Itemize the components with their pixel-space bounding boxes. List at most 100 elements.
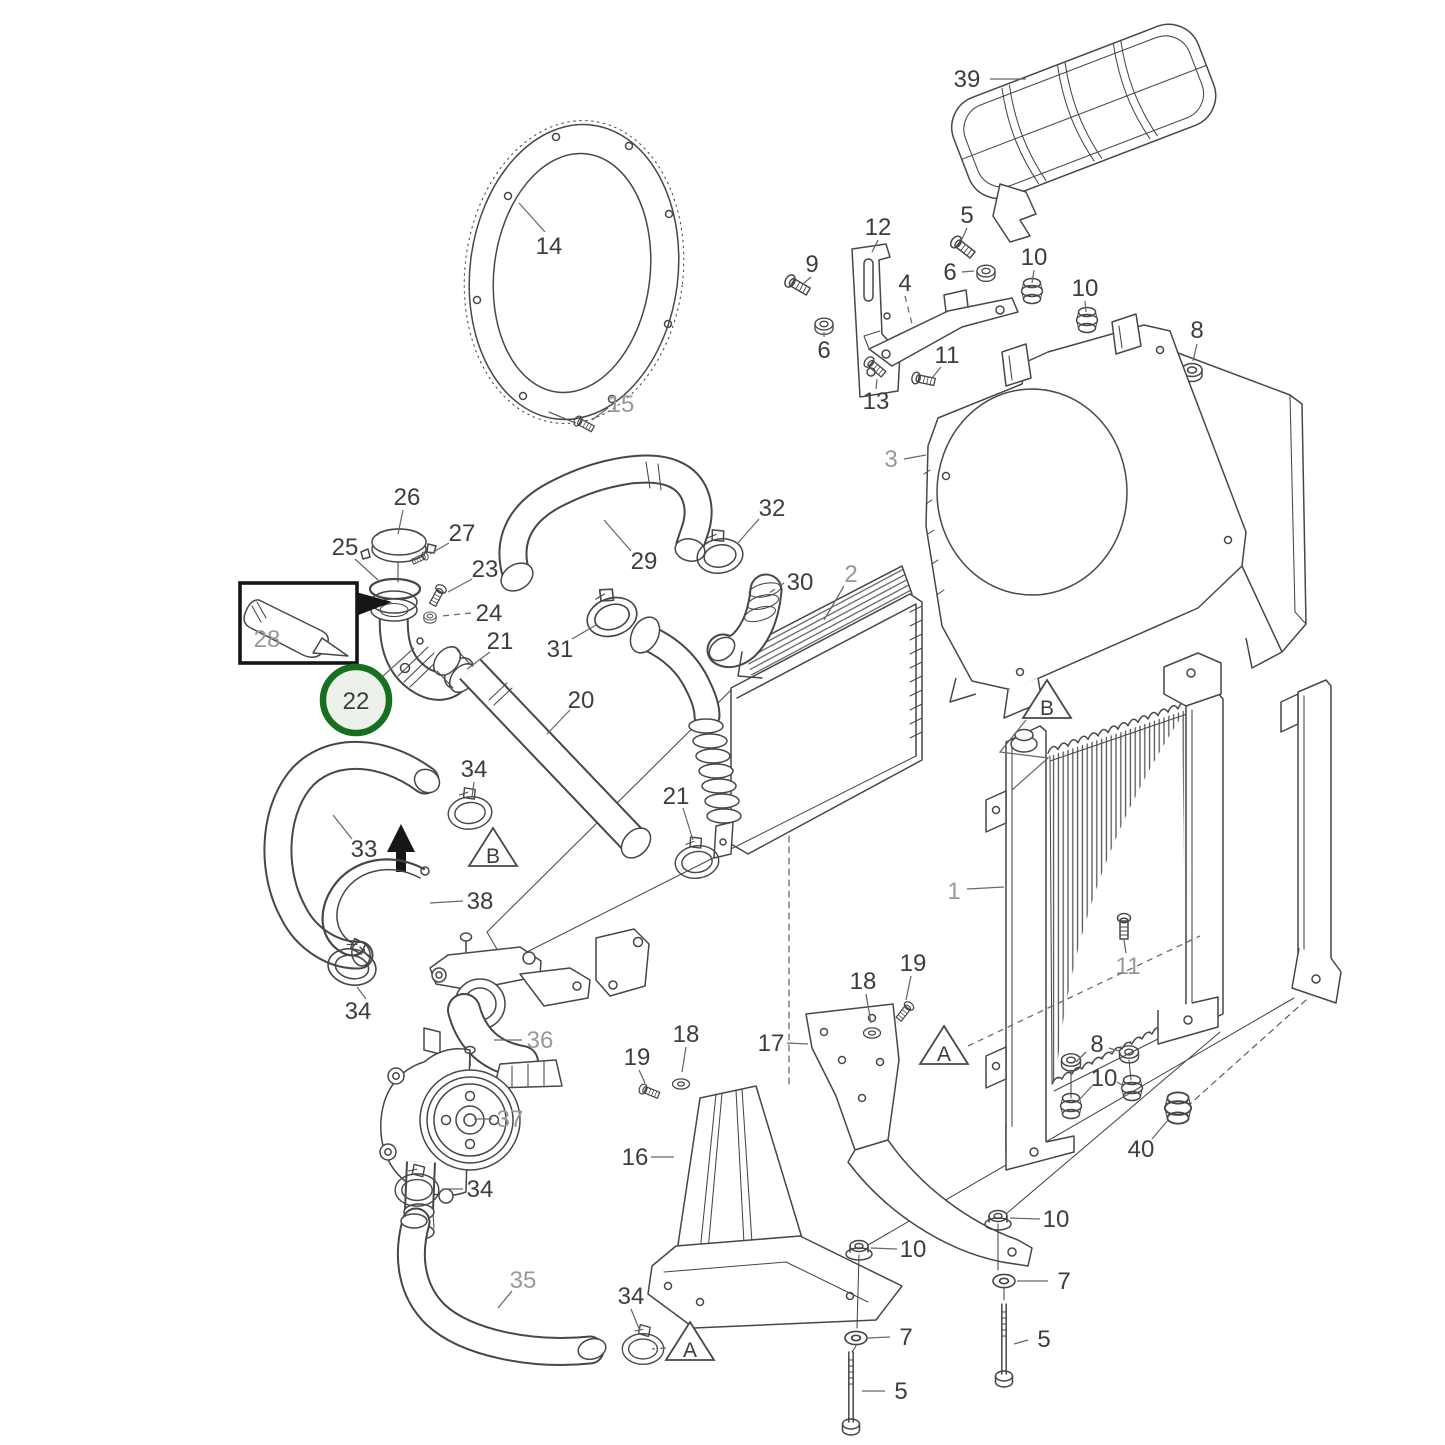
callout-12: 12 — [865, 214, 892, 241]
leader-line — [1075, 1051, 1087, 1063]
callout-10: 10 — [1043, 1206, 1070, 1233]
assembly-marker-letter-B: B — [1040, 697, 1054, 720]
callout-37: 37 — [497, 1106, 524, 1133]
callout-6: 6 — [817, 337, 830, 364]
callout-9: 9 — [805, 251, 818, 278]
leader-line — [867, 1336, 891, 1339]
callout-34: 34 — [618, 1283, 645, 1310]
callout-27: 27 — [449, 520, 476, 547]
leader-line — [332, 814, 353, 840]
bracket-part-12 — [851, 243, 901, 398]
leader-line — [786, 1042, 809, 1045]
callout-22-highlighted: 22 — [343, 688, 370, 715]
leader-line — [630, 1308, 641, 1332]
washer-part-18 — [671, 1078, 691, 1090]
leader-line — [1108, 1047, 1120, 1052]
callout-7: 7 — [1057, 1268, 1070, 1295]
leader-line — [904, 295, 914, 329]
leader-line — [429, 900, 464, 904]
callout-16: 16 — [622, 1144, 649, 1171]
leader-line — [1192, 343, 1198, 362]
leader-line — [1013, 1339, 1029, 1345]
bolt-part-5c — [841, 1351, 861, 1436]
leader-line — [546, 709, 571, 735]
callout-10: 10 — [900, 1236, 927, 1263]
leader-line — [961, 227, 968, 240]
marker-leader — [651, 1347, 667, 1350]
leader-line — [903, 454, 927, 460]
callout-4: 4 — [898, 270, 911, 297]
leader-line — [1151, 1119, 1169, 1140]
callout-35: 35 — [510, 1267, 537, 1294]
callout-7: 7 — [899, 1324, 912, 1351]
leader-line — [397, 509, 404, 535]
clamp-part-34a — [444, 784, 495, 833]
callout-32: 32 — [759, 495, 786, 522]
filler-cap-part-26 — [360, 528, 437, 583]
stay-bracket-part-4 — [863, 289, 1019, 367]
leader-line — [865, 993, 872, 1024]
radiator-part — [867, 652, 1342, 1246]
leader-line — [466, 651, 491, 670]
elbow-hose-part-30 — [706, 573, 783, 679]
leader-line — [823, 585, 845, 621]
leader-line — [447, 578, 473, 593]
marker-leader — [967, 935, 1201, 1047]
leader-line — [518, 202, 546, 233]
leader-line — [1123, 939, 1127, 954]
leader-line — [875, 378, 878, 390]
leader-line — [905, 975, 912, 1001]
leader-line — [497, 1290, 513, 1309]
axis-lines — [851, 1059, 1132, 1353]
leader-line — [802, 276, 812, 285]
callout-3: 3 — [884, 446, 897, 473]
leader-line — [638, 1069, 646, 1084]
leader-line — [1031, 269, 1035, 284]
callout-11: 11 — [935, 342, 960, 369]
bracket-part-16 — [647, 1085, 903, 1329]
outlet-elbow-part-22 — [370, 590, 475, 701]
assembly-marker-A — [664, 1320, 716, 1361]
highlight-ring-22 — [319, 663, 393, 737]
callout-28: 28 — [254, 626, 281, 653]
grommet-part-40 — [1163, 1091, 1193, 1125]
nut-part-24 — [423, 611, 437, 624]
leader-line — [765, 582, 785, 596]
callout-39: 39 — [954, 66, 981, 93]
leader-line — [681, 1046, 687, 1073]
assembly-marker-letter-B: B — [486, 845, 500, 868]
callout-5: 5 — [960, 202, 973, 229]
callout-29: 29 — [631, 548, 658, 575]
washer-part-7b — [844, 1330, 868, 1346]
grommet-part-10b — [1075, 306, 1099, 334]
leader-line — [354, 558, 379, 581]
callout-10: 10 — [1091, 1065, 1118, 1092]
callout-2: 2 — [844, 561, 857, 588]
leader-line — [961, 270, 975, 273]
leader-line — [871, 239, 879, 253]
leader-line — [931, 366, 942, 379]
leader-line — [429, 542, 450, 555]
water-pump-part-37 — [379, 1045, 521, 1240]
inset-box-part-28 — [238, 581, 392, 665]
sensor-bolt-part-23 — [427, 582, 449, 608]
callout-19: 19 — [900, 950, 927, 977]
callout-34: 34 — [467, 1176, 494, 1203]
callout-6: 6 — [943, 259, 956, 286]
clamp-part-34d — [621, 1324, 665, 1365]
leader-line — [571, 624, 597, 640]
callout-24: 24 — [476, 600, 503, 627]
nut-part-6b — [976, 264, 996, 283]
washer-part-7a — [992, 1273, 1016, 1289]
callout-15: 15 — [608, 391, 635, 418]
nut-part-6 — [814, 317, 834, 336]
leader-line — [1084, 300, 1087, 313]
callout-8: 8 — [1190, 317, 1203, 344]
leader-line — [603, 519, 632, 552]
thermostat-housing-part-36 — [423, 928, 650, 1089]
assembly-marker-B — [467, 826, 519, 867]
leader-line — [591, 407, 609, 421]
callout-13: 13 — [863, 388, 890, 415]
